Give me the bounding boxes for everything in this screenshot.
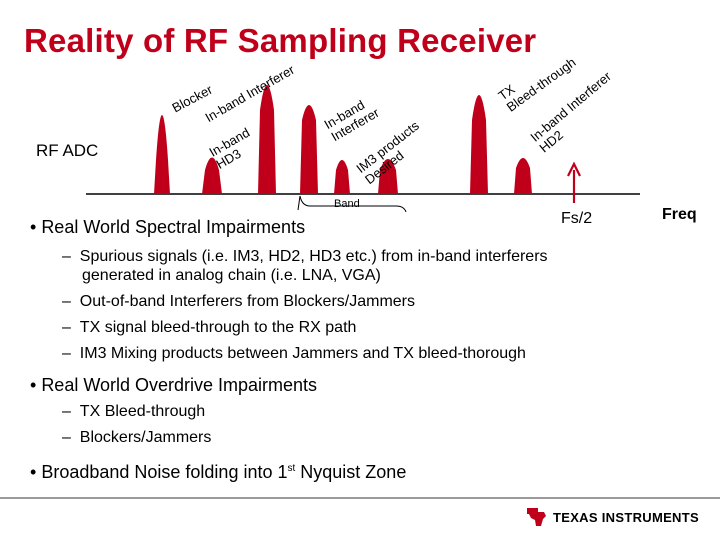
sub-bullet: – Spurious signals (i.e. IM3, HD2, HD3 e… [62,247,548,267]
sub-bullet: – Out-of-band Interferers from Blockers/… [62,292,415,312]
band-label: Band [334,198,360,210]
sub-bullet: – TX Bleed-through [62,402,205,422]
footer-divider [0,497,720,499]
sub-bullet-text: generated in analog chain (i.e. LNA, VGA… [82,267,381,284]
bullet-dot: • [30,217,42,237]
sub-bullet-continuation: generated in analog chain (i.e. LNA, VGA… [82,266,381,286]
band-bracket [299,195,407,213]
bullet-spectral-text: Real World Spectral Impairments [41,217,306,237]
peak-desired [378,159,398,194]
sub-bullet-text: Blockers/Jammers [79,429,212,446]
dash: – [62,248,80,265]
bullet-noise-text-end: Nyquist Zone [295,462,407,482]
dash: – [62,429,80,446]
sub-bullet-text: IM3 Mixing products between Jammers and … [79,345,526,362]
freq-label: Freq [662,206,697,223]
dash: – [62,403,80,420]
peak-hd3 [202,157,222,194]
peak-blocker [154,115,170,194]
peak-im3 [334,160,350,194]
sub-bullet: – IM3 Mixing products between Jammers an… [62,344,526,364]
sub-bullet-text: TX Bleed-through [79,403,206,420]
bullet-spectral: • Real World Spectral Impairments [30,216,305,238]
page-title: Reality of RF Sampling Receiver [24,22,537,59]
fs2-arrowhead [567,161,581,177]
dash: – [62,345,80,362]
rf-adc-label: RF ADC [36,141,99,160]
sub-bullet-text: Out-of-band Interferers from Blockers/Ja… [79,293,416,310]
fs2-label: Fs/2 [561,210,593,227]
company-name: TEXAS INSTRUMENTS [553,510,699,525]
bullet-noise: • Broadband Noise folding into 1st Nyqui… [30,458,406,483]
peak-inband-interferer-2 [300,105,318,194]
superscript: st [287,463,296,474]
dash: – [62,319,80,336]
bullet-overdrive: • Real World Overdrive Impairments [30,374,317,396]
sub-bullet-text: Spurious signals (i.e. IM3, HD2, HD3 etc… [79,248,548,265]
band-bracket-left [297,195,301,211]
dash: – [62,293,80,310]
bullet-dot: • [30,375,42,395]
spectrum-diagram [86,85,640,213]
peak-hd2 [514,158,532,194]
bullet-overdrive-text: Real World Overdrive Impairments [41,375,318,395]
sub-bullet: – Blockers/Jammers [62,428,211,448]
sub-bullet-text: TX signal bleed-through to the RX path [79,319,357,336]
peak-inband-interferer [258,85,276,194]
ti-logo-icon [527,508,546,526]
bullet-noise-text: Broadband Noise folding into 1 [41,462,288,482]
bullet-dot: • [30,462,42,482]
sub-bullet: – TX signal bleed-through to the RX path [62,318,356,338]
peak-tx-bleed [470,95,488,194]
